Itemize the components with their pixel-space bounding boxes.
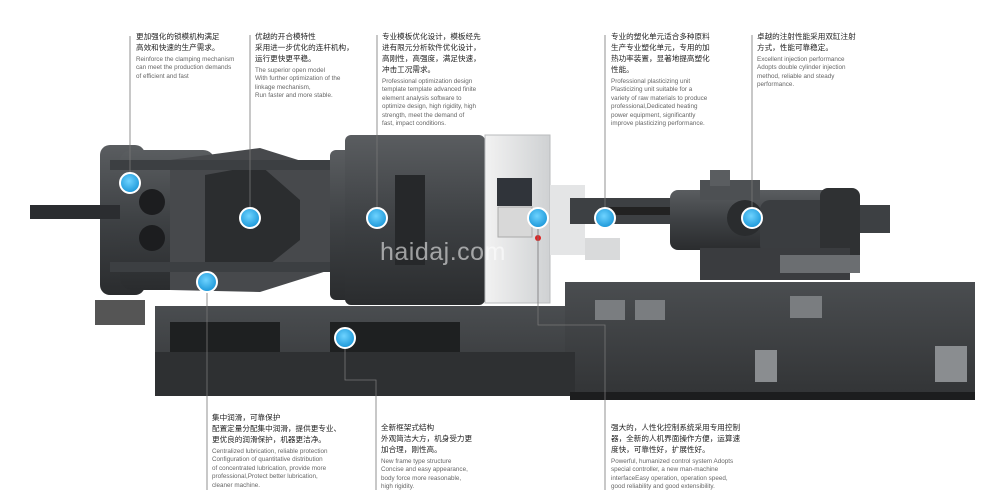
marker-frame xyxy=(334,327,356,349)
callout-frame-zh: 全新框架式结构 外观简洁大方，机身受力更 加合理，刚性高。 xyxy=(381,423,473,454)
callout-lubrication: 集中润滑，可靠保护 配置定量分配集中润滑，提供更专业、 更优良的润滑保护，机器更… xyxy=(212,412,362,490)
marker-template xyxy=(366,207,388,229)
callout-open-model-zh: 优越的开合模特性 采用进一步优化的连杆机构， 运行更快更平稳。 xyxy=(255,32,354,63)
callout-clamping-zh: 更加强化的锁模机构满足 高效和快速的生产需求。 xyxy=(136,32,220,52)
callout-template: 专业模板优化设计，模板经先 进有限元分析软件优化设计， 高刚性，高强度，满足快速… xyxy=(382,31,497,128)
callout-injection: 卓越的注射性能采用双缸注射 方式，性能可靠稳定。 Excellent injec… xyxy=(757,31,882,90)
marker-lubrication xyxy=(196,271,218,293)
watermark: haidaj.com xyxy=(380,238,506,266)
callout-connectors xyxy=(129,35,753,490)
callout-clamping: 更加强化的锁模机构满足 高效和快速的生产需求。 Reinforce the cl… xyxy=(136,31,256,81)
callout-template-en: Professional optimization design templat… xyxy=(382,78,477,128)
callout-template-zh: 专业模板优化设计，模板经先 进有限元分析软件优化设计， 高刚性，高强度，满足快速… xyxy=(382,32,481,74)
callout-clamping-en: Reinforce the clamping mechanism can mee… xyxy=(136,56,235,80)
callout-plasticizing-en: Professional plasticizing unit Plasticiz… xyxy=(611,78,708,128)
callout-injection-zh: 卓越的注射性能采用双缸注射 方式，性能可靠稳定。 xyxy=(757,32,856,52)
callout-open-model: 优越的开合模特性 采用进一步优化的连杆机构， 运行更快更平稳。 The supe… xyxy=(255,31,370,101)
callout-control-zh: 强大的，人性化控制系统采用专用控制 器，全新的人机界面操作方便，运算速 度快，可… xyxy=(611,423,741,454)
callout-plasticizing-zh: 专业的塑化单元适合多种原料 生产专业塑化单元，专用的加 热功率装置，显著地提高塑… xyxy=(611,32,710,74)
callout-plasticizing: 专业的塑化单元适合多种原料 生产专业塑化单元，专用的加 热功率装置，显著地提高塑… xyxy=(611,31,731,128)
marker-clamping xyxy=(119,172,141,194)
marker-injection xyxy=(741,207,763,229)
marker-plasticizing xyxy=(594,207,616,229)
callout-frame: 全新框架式结构 外观简洁大方，机身受力更 加合理，刚性高。 New frame … xyxy=(381,422,501,492)
clamping-unit xyxy=(30,135,490,325)
machine-base xyxy=(155,282,975,400)
callout-markers xyxy=(119,172,763,349)
callout-lubrication-en: Centralized lubrication, reliable protec… xyxy=(212,448,328,489)
callout-lubrication-zh: 集中润滑，可靠保护 配置定量分配集中润滑，提供更专业、 更优良的润滑保护，机器更… xyxy=(212,413,342,444)
marker-open-model xyxy=(239,207,261,229)
callout-control: 强大的，人性化控制系统采用专用控制 器，全新的人机界面操作方便，运算速 度快，可… xyxy=(611,422,761,492)
injection-unit xyxy=(570,170,890,280)
marker-control xyxy=(527,207,549,229)
callout-control-en: Powerful, humanized control system Adopt… xyxy=(611,458,734,491)
callout-injection-en: Excellent injection performance Adopts d… xyxy=(757,56,846,89)
callout-open-model-en: The superior open model With further opt… xyxy=(255,67,341,100)
callout-frame-en: New frame type structure Concise and eas… xyxy=(381,458,468,491)
